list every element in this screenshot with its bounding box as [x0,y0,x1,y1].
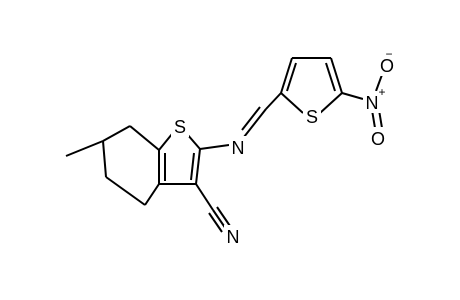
bond-n-imine-ch [243,108,267,138]
atom-s-thiophene: S [303,105,321,127]
bond-c4prime-c5prime-inner [325,62,336,92]
atom-label-o-nitro-top: O [380,56,394,76]
bond-methyl [65,140,104,157]
atom-label-s-thiophene: S [306,107,318,127]
bond-c7a-s1 [158,133,173,151]
atom-label-o-nitro-bottom: O [371,129,385,149]
bond-c2prime-c3prime-inner [286,62,297,92]
bond-c5-c4 [105,176,146,206]
bond-s1-c2 [186,133,201,150]
bond-c2prime-c3prime [280,57,293,94]
bond-cn-triple-c [208,212,223,233]
bond-cn-triple-a [212,209,227,230]
atom-label-n-imine: N [232,138,245,158]
atom-o-nitro-top: O − [378,47,396,76]
atom-o-nitro-bottom: O [369,127,387,149]
charge-o-nitro-top: − [385,47,392,61]
atom-n-nitro: N + [363,85,386,113]
bond-c5prime-n-nitro [341,92,364,100]
bond-c2-c3-inner [190,152,195,181]
bond-c4prime-c5prime [330,57,343,94]
atom-layer: S N S N + O − O N [171,47,396,247]
atom-s-benzothiophene: S [171,115,189,137]
bond-c7-c7a [129,125,160,151]
atom-n-nitrile: N [224,225,242,247]
bond-n-imine-ch-inner [241,106,261,131]
atom-label-n-nitro: N [366,93,379,113]
bond-layer [65,57,384,233]
atom-label-s1: S [174,117,186,137]
charge-n-nitro: + [378,85,385,99]
atom-label-n-nitrile: N [227,227,240,247]
bond-c4-c3a [144,183,160,206]
bond-cn-triple-b [216,206,231,227]
bond-c2-n-imine [199,144,230,150]
bond-c6-c7 [102,125,131,142]
bond-c6-c5 [102,140,107,178]
bond-s-c2prime [280,92,304,114]
bond-c5prime-s [319,92,343,114]
bond-c2-c3 [195,148,201,185]
bond-ch-c2prime [265,92,282,110]
atom-n-imine: N [229,136,247,158]
bond-c3-cn [195,183,214,211]
